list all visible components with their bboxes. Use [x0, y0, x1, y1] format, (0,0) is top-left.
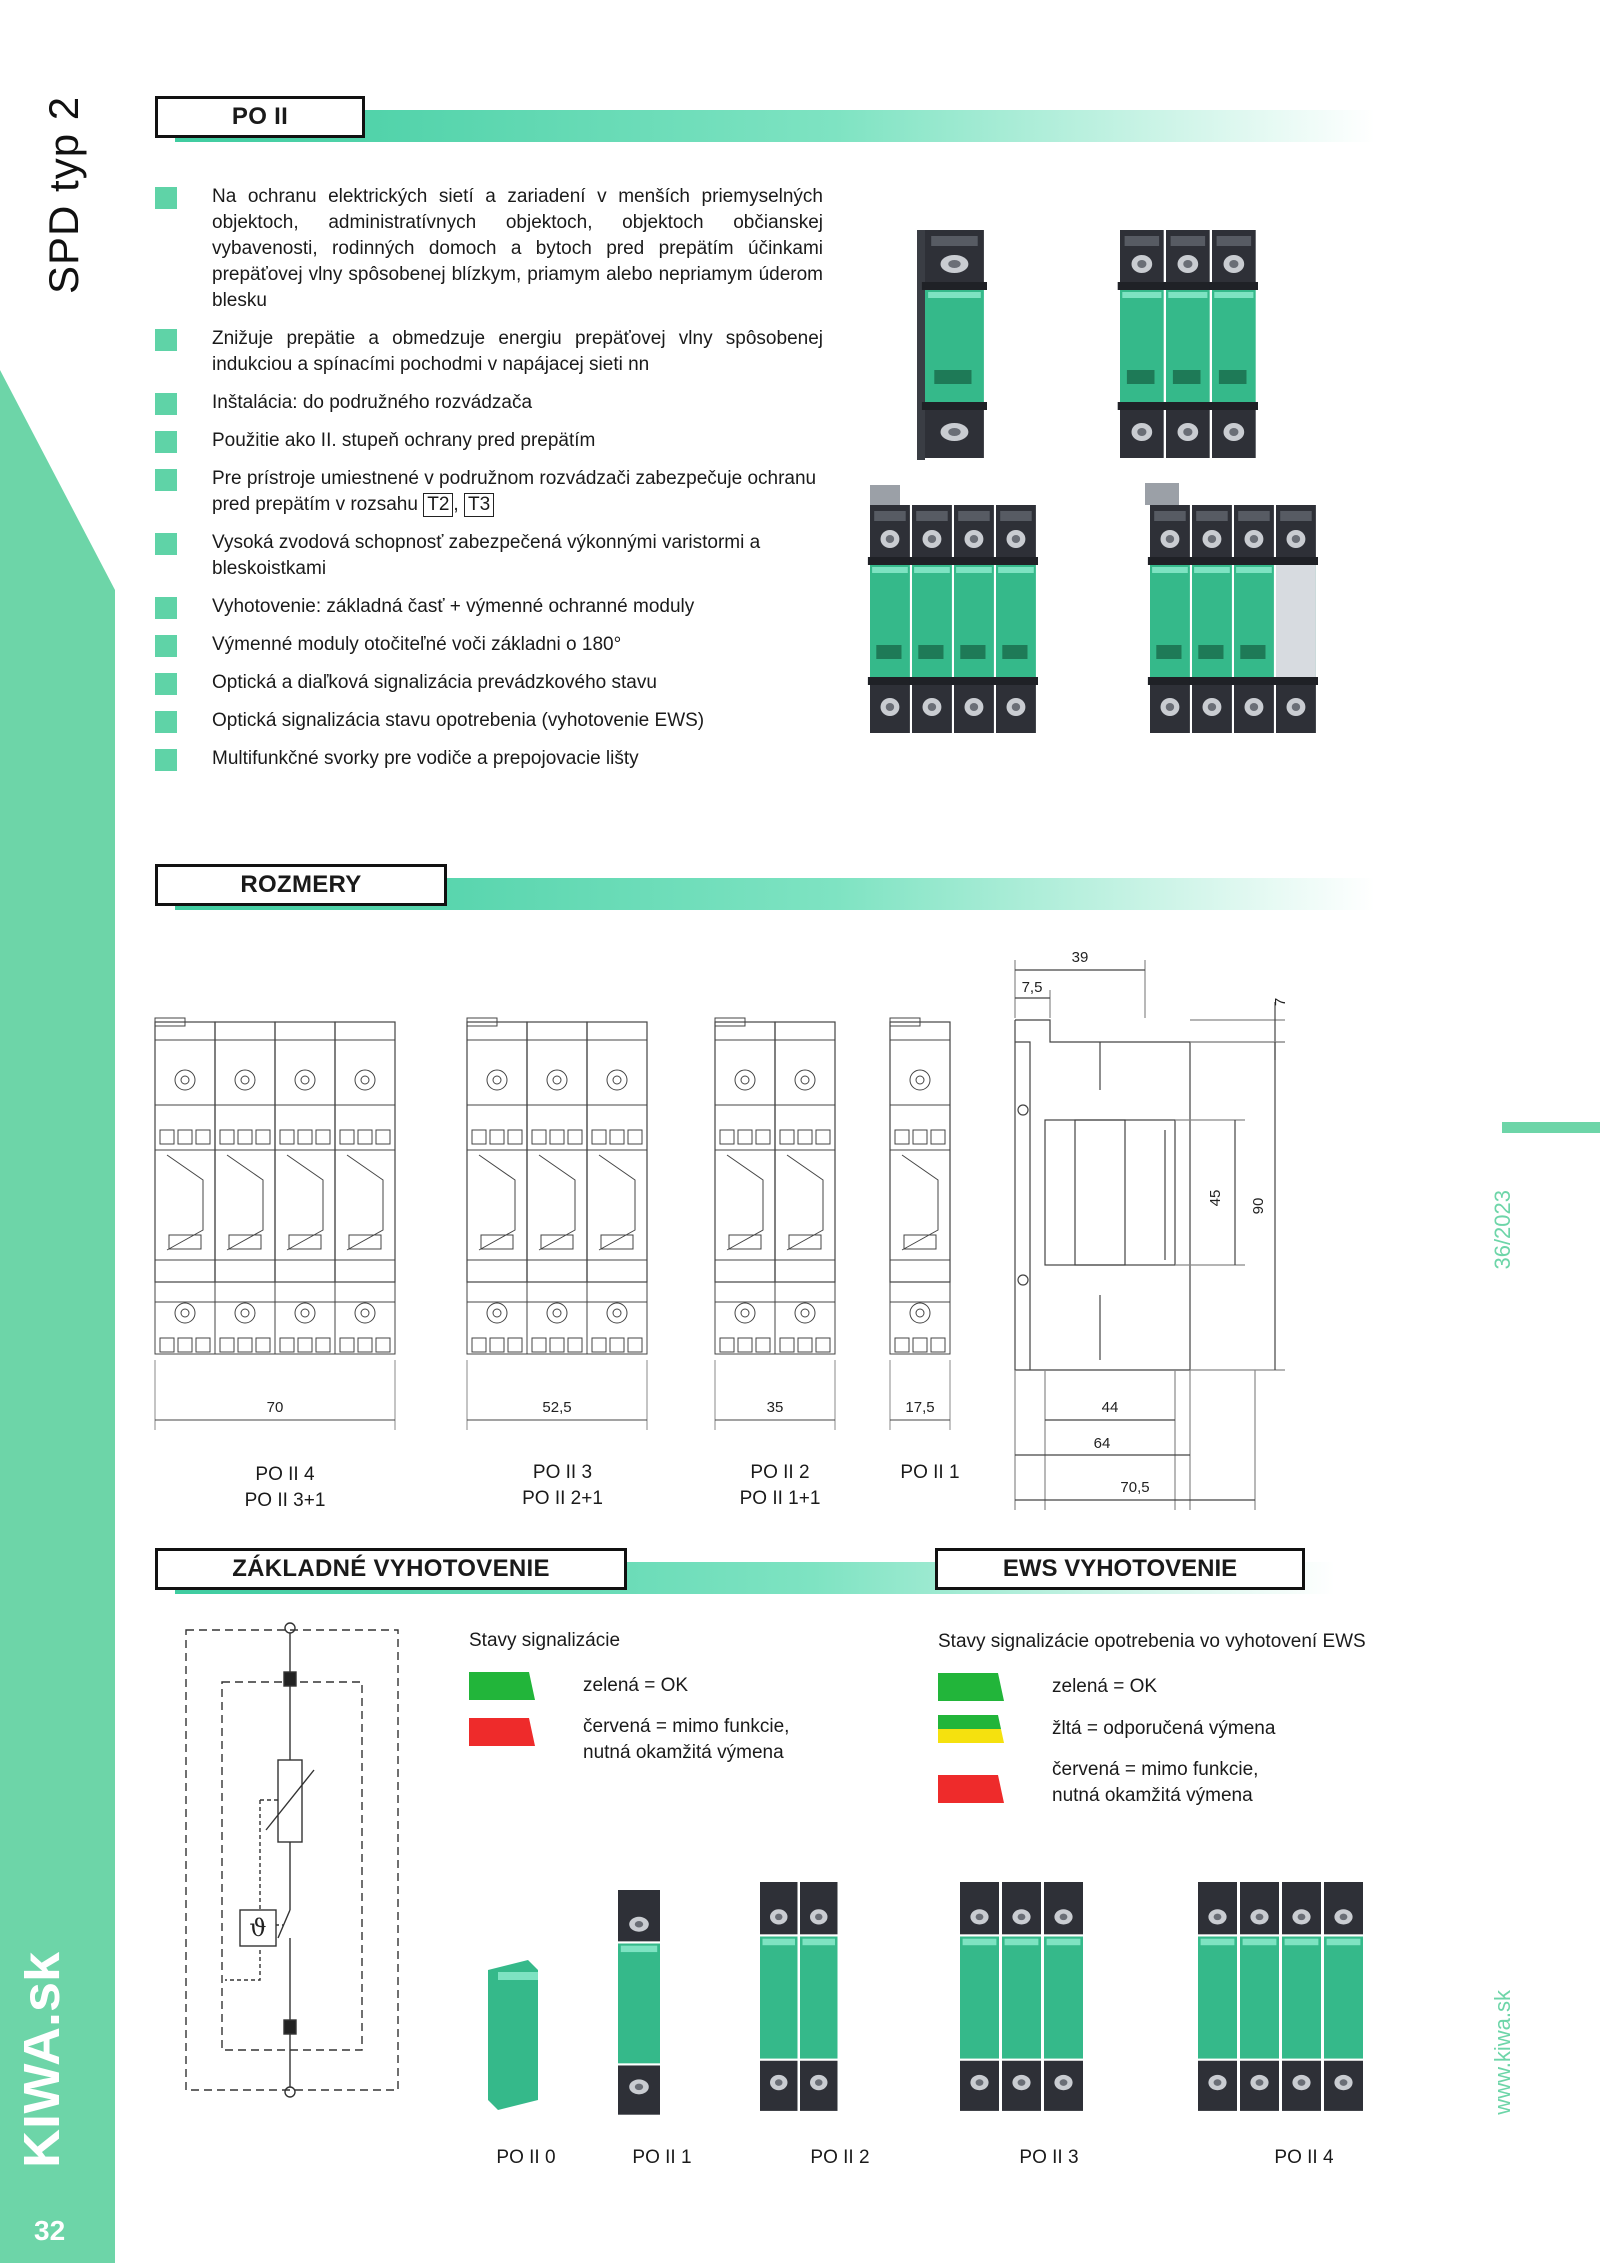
- list-item: Inštalácia: do podružného rozvádzača: [155, 390, 823, 416]
- tag-t3: T3: [463, 493, 495, 517]
- feature-list: Na ochranu elektrických sietí a zariaden…: [155, 184, 823, 784]
- product-photo-po2-1-bottom: [618, 1890, 660, 2115]
- dim-label-39: 39: [1072, 949, 1089, 966]
- product-caption: PO II 2: [810, 2147, 870, 2168]
- drawing-side-view: [1014, 960, 1285, 1510]
- dim-label-64: 64: [1094, 1435, 1111, 1452]
- legend-item: červená = mimo funkcie, nutná okamžitá v…: [938, 1757, 1358, 1809]
- product-photo-po2-4: [867, 485, 1038, 733]
- drawing-po2-4: 70: [154, 1017, 396, 1430]
- section-title: ZÁKLADNÉ VYHOTOVENIE: [155, 1548, 627, 1590]
- logo-text: KIWA.sk: [24, 1951, 71, 2168]
- ews-legend: zelená = OK žltá = odporučená výmena čer…: [938, 1673, 1358, 1809]
- dim-width-label: 17,5: [905, 1399, 934, 1416]
- issue-number: 36/2023: [1490, 1190, 1515, 1270]
- product-photo-po2-3: [1117, 230, 1258, 458]
- ews-legend-title: Stavy signalizácie opotrebenia vo vyhoto…: [938, 1631, 1366, 1652]
- product-photo-po2-3-bottom: [960, 1882, 1083, 2111]
- drawing-po2-2: 35: [714, 1017, 836, 1430]
- list-item: Výmenné moduly otočiteľné voči základni …: [155, 632, 823, 658]
- dim-label-45: 45: [1207, 1190, 1224, 1207]
- dim-width-label: 70: [267, 1399, 284, 1416]
- product-caption: PO II 4: [1274, 2147, 1334, 2168]
- list-item: Multifunkčné svorky pre vodiče a prepojo…: [155, 746, 823, 772]
- dim-label-44: 44: [1102, 1399, 1119, 1416]
- dim-label-70-5: 70,5: [1120, 1479, 1149, 1496]
- legend-swatch: [469, 1672, 535, 1700]
- list-item: Pre prístroje umiestnené v podružnom roz…: [155, 466, 823, 518]
- product-photo-po2-4-bottom: [1198, 1882, 1363, 2111]
- legend-swatch: [938, 1715, 1004, 1743]
- bullet-square-icon: [155, 329, 177, 351]
- bullet-square-icon: [155, 431, 177, 453]
- list-item: Použitie ako II. stupeň ochrany pred pre…: [155, 428, 823, 454]
- legend-swatch: [938, 1775, 1004, 1803]
- bullet-square-icon: [155, 393, 177, 415]
- tag-t2: T2: [423, 493, 454, 517]
- list-item: Vysoká zvodová schopnosť zabezpečená výk…: [155, 530, 823, 582]
- legend-item: žltá = odporučená výmena: [938, 1715, 1358, 1743]
- dim-label-90: 90: [1250, 1198, 1267, 1215]
- legend-item: červená = mimo funkcie, nutná okamžitá v…: [469, 1714, 869, 1766]
- dim-label-7-5: 7,5: [1022, 979, 1043, 996]
- section-header-po2: PO II: [155, 96, 1375, 142]
- section-title-ews: EWS VYHOTOVENIE: [935, 1548, 1305, 1590]
- dimension-drawings: 70 52,5 35 17,5: [154, 949, 1285, 1510]
- list-item: Optická a diaľková signalizácia prevádzk…: [155, 670, 823, 696]
- list-item: Vyhotovenie: základná časť + výmenné och…: [155, 594, 823, 620]
- list-item: Optická signalizácia stavu opotrebenia (…: [155, 708, 823, 734]
- bullet-square-icon: [155, 533, 177, 555]
- list-item: Znižuje prepätie a obmedzuje energiu pre…: [155, 326, 823, 378]
- section-title: PO II: [155, 96, 365, 138]
- product-photo-po2-0: [488, 1960, 538, 2110]
- legend-swatch: [469, 1718, 535, 1746]
- product-photos-top: [867, 230, 1318, 733]
- product-photos-bottom: [488, 1882, 1363, 2115]
- drawing-caption-po2-1: PO II 1: [900, 1462, 960, 1483]
- right-accent-bar: [1502, 1122, 1600, 1133]
- side-title: SPD typ 2: [40, 95, 87, 295]
- legend-swatch: [938, 1673, 1004, 1701]
- bullet-square-icon: [155, 635, 177, 657]
- website-link[interactable]: www.kiwa.sk: [1490, 1990, 1515, 2115]
- kiwa-logo: KIWA.sk: [24, 1951, 71, 2168]
- dim-width-label: 52,5: [542, 1399, 571, 1416]
- product-photo-po2-3plus1: [1145, 483, 1318, 733]
- product-photo-po2-1: [917, 230, 987, 460]
- product-caption: PO II 1: [632, 2147, 692, 2168]
- product-photo-po2-2-bottom: [760, 1882, 838, 2111]
- list-item: Na ochranu elektrických sietí a zariaden…: [155, 184, 823, 314]
- product-caption: PO II 3: [1019, 2147, 1079, 2168]
- product-caption: PO II 0: [496, 2147, 556, 2168]
- section-title: ROZMERY: [155, 864, 447, 906]
- bullet-square-icon: [155, 597, 177, 619]
- bullet-square-icon: [155, 187, 177, 209]
- bullet-square-icon: [155, 711, 177, 733]
- legend-item: zelená = OK: [938, 1673, 1358, 1701]
- dim-label-7: 7: [1272, 998, 1285, 1006]
- basic-legend-title: Stavy signalizácie: [469, 1630, 621, 1651]
- legend-item: zelená = OK: [469, 1672, 869, 1700]
- bullet-square-icon: [155, 469, 177, 491]
- dim-width-label: 35: [767, 1399, 784, 1416]
- section-header-dimensions: ROZMERY: [155, 864, 1375, 910]
- drawing-po2-3: 52,5: [466, 1017, 648, 1430]
- thermal-symbol-icon: ϑ: [249, 1914, 266, 1942]
- page-number: 32: [34, 2215, 66, 2246]
- basic-legend: zelená = OK červená = mimo funkcie, nutn…: [469, 1672, 869, 1766]
- bullet-square-icon: [155, 673, 177, 695]
- drawing-po2-1: 17,5: [889, 1017, 951, 1430]
- bullet-square-icon: [155, 749, 177, 771]
- schematic-diagram: ϑ: [185, 1622, 399, 2098]
